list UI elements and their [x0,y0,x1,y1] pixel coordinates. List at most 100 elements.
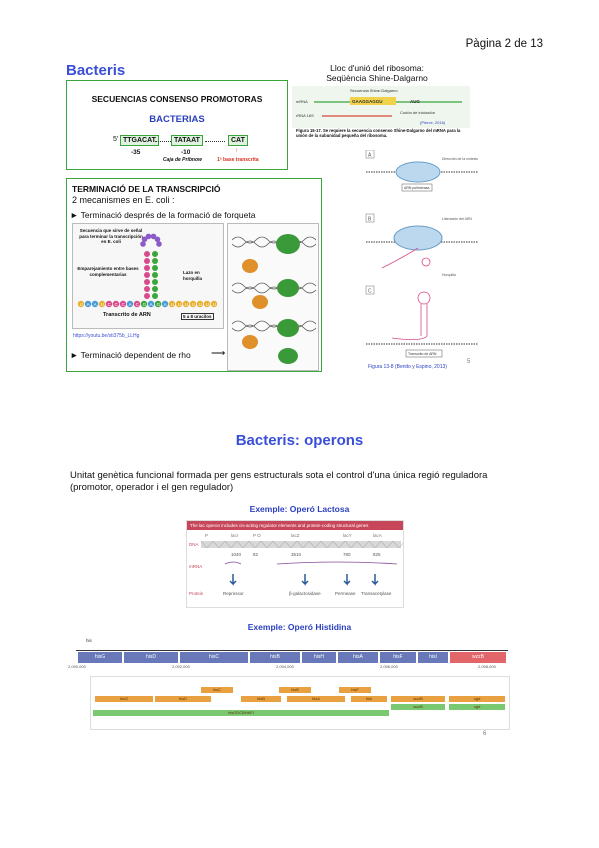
lac-protein-permease: Permease [335,591,356,596]
his-gene: hisA [338,652,378,663]
his-orf-panel: hisC hisB hisF hisG hisD hisB hisA hisI … [90,676,510,730]
loop-base [141,236,148,243]
sd-sequence: GAAGGAGGU [352,99,383,104]
page-footer-number: 6 [483,731,487,737]
his-orf: hisB [279,687,311,693]
rna-base-letter: U [206,302,209,307]
rrna-label: rRNA 16S [296,113,314,118]
lac-size-laci: 1040 [231,552,242,557]
shine-dalgarno-figure: Secuencia Shine-Dalgarno mRNA GAAGGAGGU … [292,84,470,146]
his-orf: hisG [95,696,153,702]
his-axis-ticks: 2,090,000 2,092,000 2,094,000 2,096,000 … [68,664,508,672]
lac-protein-transacetylase: Transacetylase [361,591,392,596]
section-title-operons: Bacteris: operons [235,432,364,449]
his-gene: hisH [302,652,336,663]
rna-base-letter: C [115,302,119,307]
ribosome-title-line1: Lloc d'unió del ribosoma: [330,63,424,73]
loop-label: Lazo en horquilla [183,270,202,281]
lac-gene-laca: lacA [373,533,382,538]
stem-base [144,251,150,257]
arrow-right-icon: ⟶ [211,348,226,359]
rna-base-letter: G [143,302,147,307]
his-genome-line [76,650,508,651]
lac-size-lacy: 780 [343,552,351,557]
loop-base [140,241,146,247]
his-mrna-main: hisGDCBHAFI [93,710,389,716]
lac-gene-po: P O [253,533,261,538]
rho-termination-diagram [231,234,317,364]
lac-operon-figure: The lac operon includes cis-acting regul… [186,520,404,608]
rna-base [133,300,141,308]
stem-base [144,272,150,278]
loop-base [145,233,152,240]
his-mrna: wzzB [391,704,445,710]
stem-base [152,279,158,285]
rna-base-letter: U [80,302,83,307]
his-gene: hisD [124,652,178,663]
rna-base-letter: U [101,302,104,307]
rna-base-letter: U [185,302,188,307]
stem-base [144,258,150,264]
promoter-subtitle: BACTERIAS [149,114,205,125]
stem-base [144,286,150,292]
hairpin-signal-label: Secuencia que sirve de señal para termin… [79,228,143,244]
his-orf: hisA [287,696,345,702]
rho-panels [227,223,319,371]
lac-mrna-label: mRNA [189,564,202,569]
ribosome-title-line2: Seqüència Shine-Dalgarno [326,73,428,83]
termination-subtitle: 2 mecanismes en E. coli : [72,195,175,205]
his-orf: ugd [449,696,505,702]
his-orf: hisD [155,696,211,702]
example-his-operon-title: Exemple: Operó Histidina [247,622,352,632]
pierce-citation: (Pierce, 2016) [420,120,446,125]
lac-gene-p: P [205,533,208,538]
stem-base [152,258,158,264]
rna-base [196,300,204,308]
rna-base-letter: U [213,302,216,307]
lac-operon-diagram: P lacI P O lacZ lacY lacA DNA 1040 82 35… [189,533,403,596]
rna-base-letter: A [150,302,153,307]
his-gene-track: hisG hisD hisC hisB hisH hisA hisF hisI … [62,652,508,663]
his-tick: 2,094,000 [276,664,294,669]
example-lac-operon-title: Exemple: Operó Lactosa [249,504,350,514]
rna-base [112,300,120,308]
rna-base-letter: A [164,302,167,307]
his-arrow-label: his [86,638,92,643]
rna-base [147,300,155,308]
hairpin-panel: Secuencia que sirve de señal para termin… [72,223,224,329]
panel-a-label: A [368,153,372,159]
shine-dalgarno-diagram: Secuencia Shine-Dalgarno mRNA GAAGGAGGU … [292,86,470,128]
rna-base-letter: U [171,302,174,307]
rna-base [126,300,134,308]
his-gene: wzzB [450,652,506,663]
rna-base [84,300,92,308]
seq-minus35: TTGACAT [120,135,159,146]
pairing-label: Emparejamiento entre bases complementari… [77,266,139,277]
his-gene: hisG [78,652,122,663]
seq-start: CAT [228,135,248,146]
termination-title: TERMINACIÓ DE LA TRANSCRIPCIÓ [72,184,221,194]
first-base-label: 1ª base transcrita [217,157,259,163]
stem-base [152,251,158,257]
stem-base [144,265,150,271]
operon-definition: Unitat genètica funcional formada per ge… [70,470,488,493]
lac-gene-lacy: lacY [343,533,352,538]
figure-13-8-caption: Figura 13-8 (Benito y Espino, 2013) [368,364,447,370]
lac-protein-repressor: Repressor [223,591,244,596]
his-tick: 2,098,000 [478,664,496,669]
rna-base [91,300,99,308]
youtube-link[interactable]: https://youtu.be/sti375b_LLHg [73,333,140,339]
rna-base [182,300,190,308]
lac-gene-laci: lacI [231,533,238,538]
page-number: Pàgina 2 de 13 [465,38,543,50]
his-orf: hisC [201,687,233,693]
his-tick: 2,096,000 [380,664,398,669]
lac-size-po: 82 [253,552,259,557]
his-tick: 2,092,000 [172,664,190,669]
rna-base-letter: C [122,302,126,307]
rna-base-letter: A [87,302,90,307]
stem-base [152,272,158,278]
his-orf: wzzB [391,696,445,702]
lac-protein-bgal: β-galactosidase [289,591,321,596]
lac-protein-label: Protein [189,591,204,596]
